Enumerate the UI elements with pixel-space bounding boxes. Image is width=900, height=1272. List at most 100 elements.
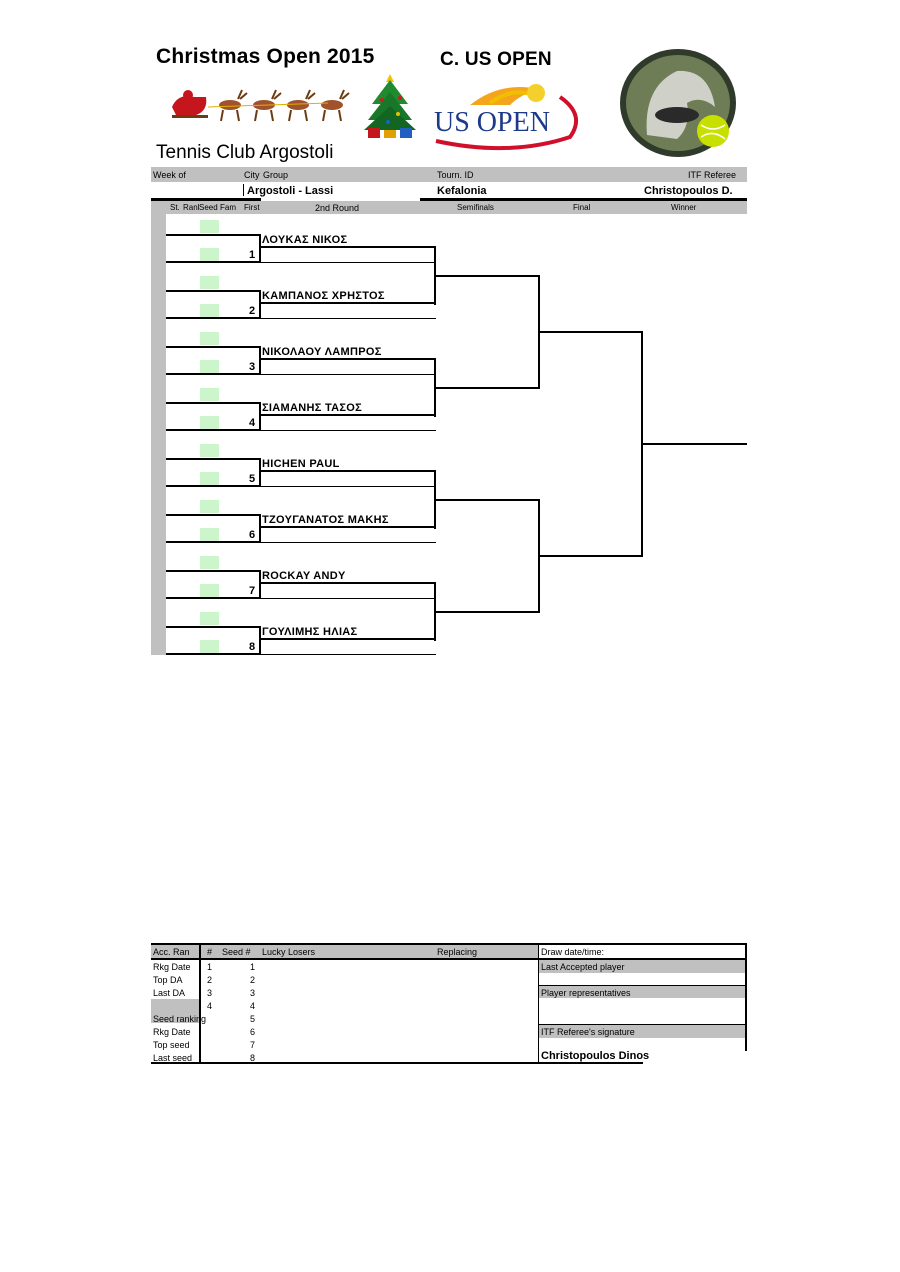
player-name: ΓΟΥΛΙΜΗΣ ΗΛΙΑΣ [262, 626, 358, 638]
rkg-date2-label: Rkg Date [153, 1027, 191, 1037]
referee-label: ITF Referee [688, 170, 737, 180]
seed-ranking-shade [151, 999, 199, 1023]
seed-cell [200, 248, 219, 261]
draw-side-strip [151, 214, 166, 655]
player-row-line [166, 598, 436, 599]
player-box-top [166, 290, 260, 292]
replacing-label: Replacing [437, 947, 478, 957]
player-box-right [259, 570, 261, 599]
player-row-line [166, 486, 436, 487]
player-name: ΝΙΚΟΛΑΟΥ ΛΑΜΠΡΟΣ [262, 346, 382, 358]
draw-datetime-label: Draw date/time: [541, 947, 605, 957]
seed-number: 4 [250, 1001, 256, 1011]
seed-number: 8 [250, 1053, 256, 1063]
seed-cell [200, 332, 219, 345]
seed-number: 6 [250, 1027, 256, 1037]
player-box-top [166, 514, 260, 516]
semifinal-line [434, 275, 540, 277]
seed-cell [200, 612, 219, 625]
seed-cell [200, 416, 219, 429]
player-name: ROCKAY ANDY [262, 570, 346, 582]
last-accepted-shade [539, 960, 745, 973]
col-seed: Seed [199, 203, 218, 212]
rkg-date-label: Rkg Date [153, 962, 191, 972]
draw-position: 1 [249, 249, 256, 261]
col-second-round: 2nd Round [315, 203, 360, 213]
col-winner: Winner [671, 203, 697, 212]
player-name-line [260, 470, 436, 472]
winner-line [641, 443, 747, 445]
tourn-id-label: Tourn. ID [437, 170, 474, 180]
player-box-top [166, 458, 260, 460]
player-box-right [259, 234, 261, 263]
footer-header-bar [151, 945, 539, 958]
hash-label: # [207, 947, 213, 957]
col-st: St. [170, 203, 180, 212]
final-line [538, 331, 643, 333]
player-row-line [166, 430, 436, 431]
divider [539, 985, 747, 986]
rule-right [420, 198, 747, 201]
semifinal-line [434, 499, 540, 501]
seed-cell [200, 444, 219, 457]
draw-position: 7 [249, 585, 256, 597]
us-open-logo-icon: US OPEN [434, 84, 579, 151]
seed-cell [200, 472, 219, 485]
acc-number: 3 [207, 988, 213, 998]
player-name: ΛΟΥΚΑΣ ΝΙΚΟΣ [262, 234, 348, 246]
footer-col-divider [538, 943, 539, 1063]
lucky-losers-label: Lucky Losers [262, 947, 316, 957]
player-box-right [259, 626, 261, 655]
semifinal-line [434, 387, 540, 389]
draw-position: 4 [249, 417, 256, 429]
acc-number: 1 [207, 962, 213, 972]
seed-cell [200, 304, 219, 317]
seed-cell [200, 276, 219, 289]
player-row-line [166, 318, 436, 319]
last-seed-label: Last seed [153, 1053, 193, 1063]
player-name-line [260, 638, 436, 640]
footer-bottom-rule [151, 1062, 643, 1064]
player-box-top [166, 234, 260, 236]
referee-signature-label: ITF Referee's signature [541, 1027, 635, 1037]
last-accepted-label: Last Accepted player [541, 962, 625, 972]
rule-left [151, 198, 261, 201]
draw-position: 5 [249, 473, 256, 485]
referee-value: Christopoulos D. [644, 185, 733, 197]
seed-number: 2 [250, 975, 256, 985]
seed-cell [200, 640, 219, 653]
col-first: First [244, 203, 260, 212]
player-box-right [259, 458, 261, 487]
player-box-top [166, 346, 260, 348]
seed-cell [200, 528, 219, 541]
col-rank: Rank [183, 203, 199, 212]
player-name-line [260, 358, 436, 360]
player-row-line [166, 654, 436, 655]
club-logo-icon [620, 49, 736, 157]
col-fam: Fam [220, 203, 236, 212]
seed-cell [200, 556, 219, 569]
tourn-id-value: Kefalonia [437, 185, 487, 197]
referee-signature-shade [539, 1025, 745, 1038]
footer-header-rule [151, 958, 747, 960]
player-name: HICHEN PAUL [262, 458, 340, 470]
us-open-logo-text: US OPEN [434, 107, 550, 138]
referee-name: Christopoulos Dinos [541, 1050, 650, 1062]
footer-col-divider [199, 943, 201, 1063]
player-name-line [260, 302, 436, 304]
player-reps-shade [539, 986, 745, 998]
player-row-line [166, 542, 436, 543]
seed-number: 7 [250, 1040, 256, 1050]
player-name-line [260, 414, 436, 416]
player-box-top [166, 402, 260, 404]
week-of-label: Week of [153, 170, 186, 180]
col-semifinals: Semifinals [457, 203, 494, 212]
divider [539, 1024, 747, 1025]
info-label-bar [151, 167, 747, 182]
event-title: Christmas Open 2015 [156, 45, 375, 68]
seed-cell [200, 388, 219, 401]
player-box-right [259, 290, 261, 319]
player-box-top [166, 626, 260, 628]
player-box-right [259, 346, 261, 375]
player-name-line [260, 526, 436, 528]
